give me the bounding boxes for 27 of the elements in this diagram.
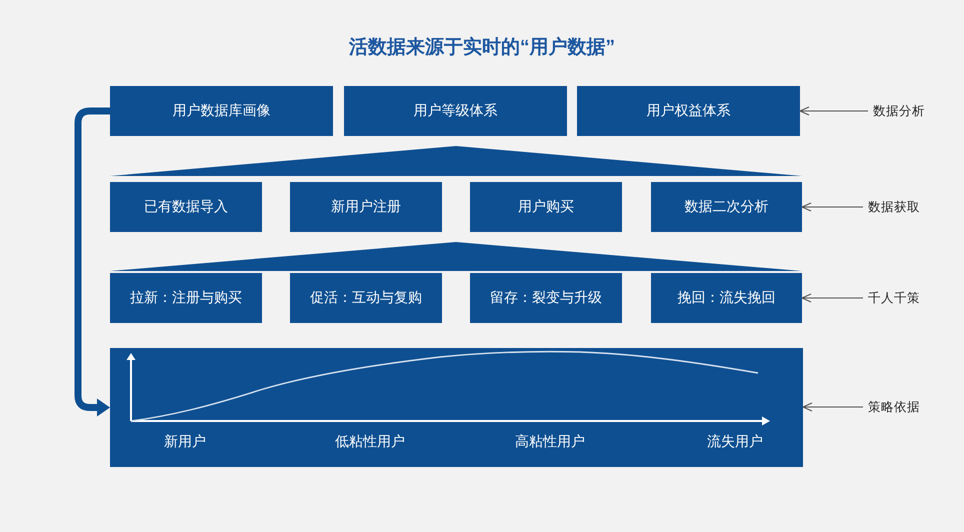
arrow	[802, 402, 864, 412]
arrow	[801, 202, 864, 212]
chart-panel	[110, 348, 803, 467]
category-box: 用户等级体系	[344, 86, 567, 136]
stage-label: 低粘性用户	[335, 432, 405, 450]
category-box: 拉新：注册与购买	[110, 273, 262, 323]
arrow	[801, 293, 864, 303]
stage-label: 流失用户	[707, 432, 763, 450]
layer-label: 策略依据	[868, 399, 920, 415]
stage-label: 新用户	[164, 432, 206, 450]
layer-label: 数据获取	[868, 199, 920, 215]
roof-triangle	[110, 242, 802, 271]
arrow	[799, 106, 868, 116]
category-box: 数据二次分析	[651, 182, 802, 232]
roof-triangle	[110, 146, 802, 176]
category-box: 挽回：流失挽回	[651, 273, 802, 323]
category-box: 新用户注册	[290, 182, 442, 232]
category-box: 留存：裂变与升级	[470, 273, 622, 323]
stage-label: 高粘性用户	[515, 432, 585, 450]
title: 活数据来源于实时的“用户数据”	[349, 36, 615, 60]
category-box: 用户数据库画像	[110, 86, 333, 136]
category-box: 促活：互动与复购	[290, 273, 442, 323]
category-box: 已有数据导入	[110, 182, 262, 232]
category-box: 用户权益体系	[577, 86, 800, 136]
layer-label: 数据分析	[873, 103, 925, 119]
category-box: 用户购买	[470, 182, 622, 232]
layer-label: 千人千策	[868, 290, 920, 306]
